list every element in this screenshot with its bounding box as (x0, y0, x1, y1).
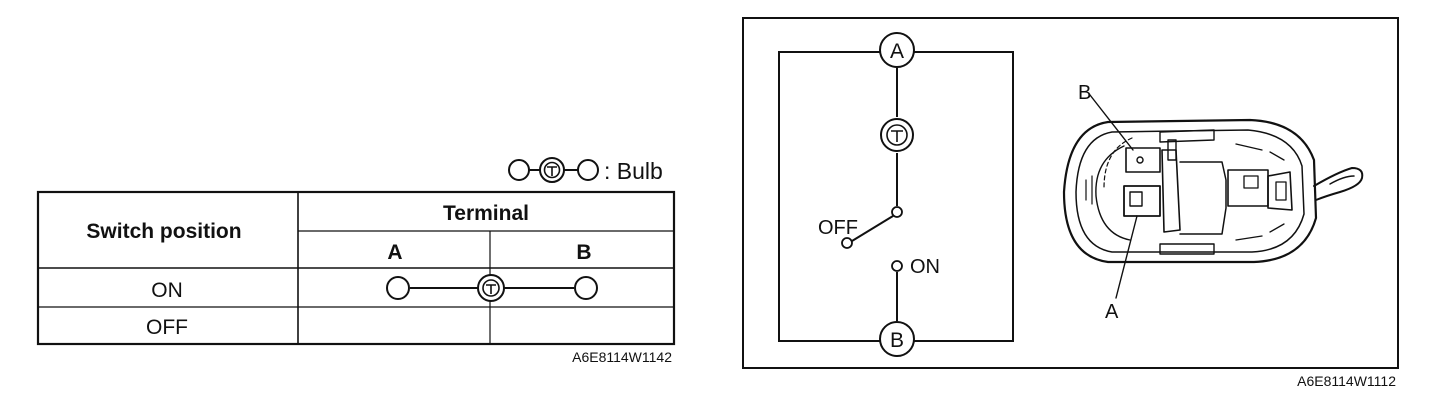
switch-schematic: A OFF ON B (778, 32, 1014, 357)
svg-text:B: B (890, 329, 904, 352)
bulb-icon (880, 118, 914, 152)
bulb-legend: : Bulb (508, 157, 663, 184)
terminal-b-circle: B (879, 321, 915, 357)
switch-contact-off: OFF (818, 206, 903, 249)
on-label: ON (910, 256, 940, 278)
row-on-label: ON (151, 279, 183, 302)
switch-contact-on: ON (891, 256, 940, 278)
terminal-b-header: B (576, 241, 591, 264)
bulb-legend-symbol-icon (508, 157, 599, 183)
right-figure-code: A6E8114W1112 (1297, 373, 1396, 389)
off-label: OFF (818, 217, 858, 239)
bulb-legend-label: : Bulb (604, 158, 663, 184)
switch-table: Switch position Terminal A B ON OFF (36, 190, 676, 346)
row-off-label: OFF (146, 316, 188, 339)
terminal-a-circle: A (879, 32, 915, 68)
left-figure-code: A6E8114W1142 (572, 349, 672, 365)
svg-text:A: A (890, 40, 904, 63)
terminal-header: Terminal (443, 202, 529, 225)
on-row-continuity-icon (386, 274, 598, 302)
right-figure-frame (742, 17, 1399, 369)
callout-b-label: B (1078, 82, 1091, 104)
lamp-housing-illustration (1062, 94, 1364, 299)
terminal-a-header: A (387, 241, 402, 264)
callout-a-label: A (1105, 301, 1119, 323)
switch-position-header: Switch position (86, 220, 241, 243)
